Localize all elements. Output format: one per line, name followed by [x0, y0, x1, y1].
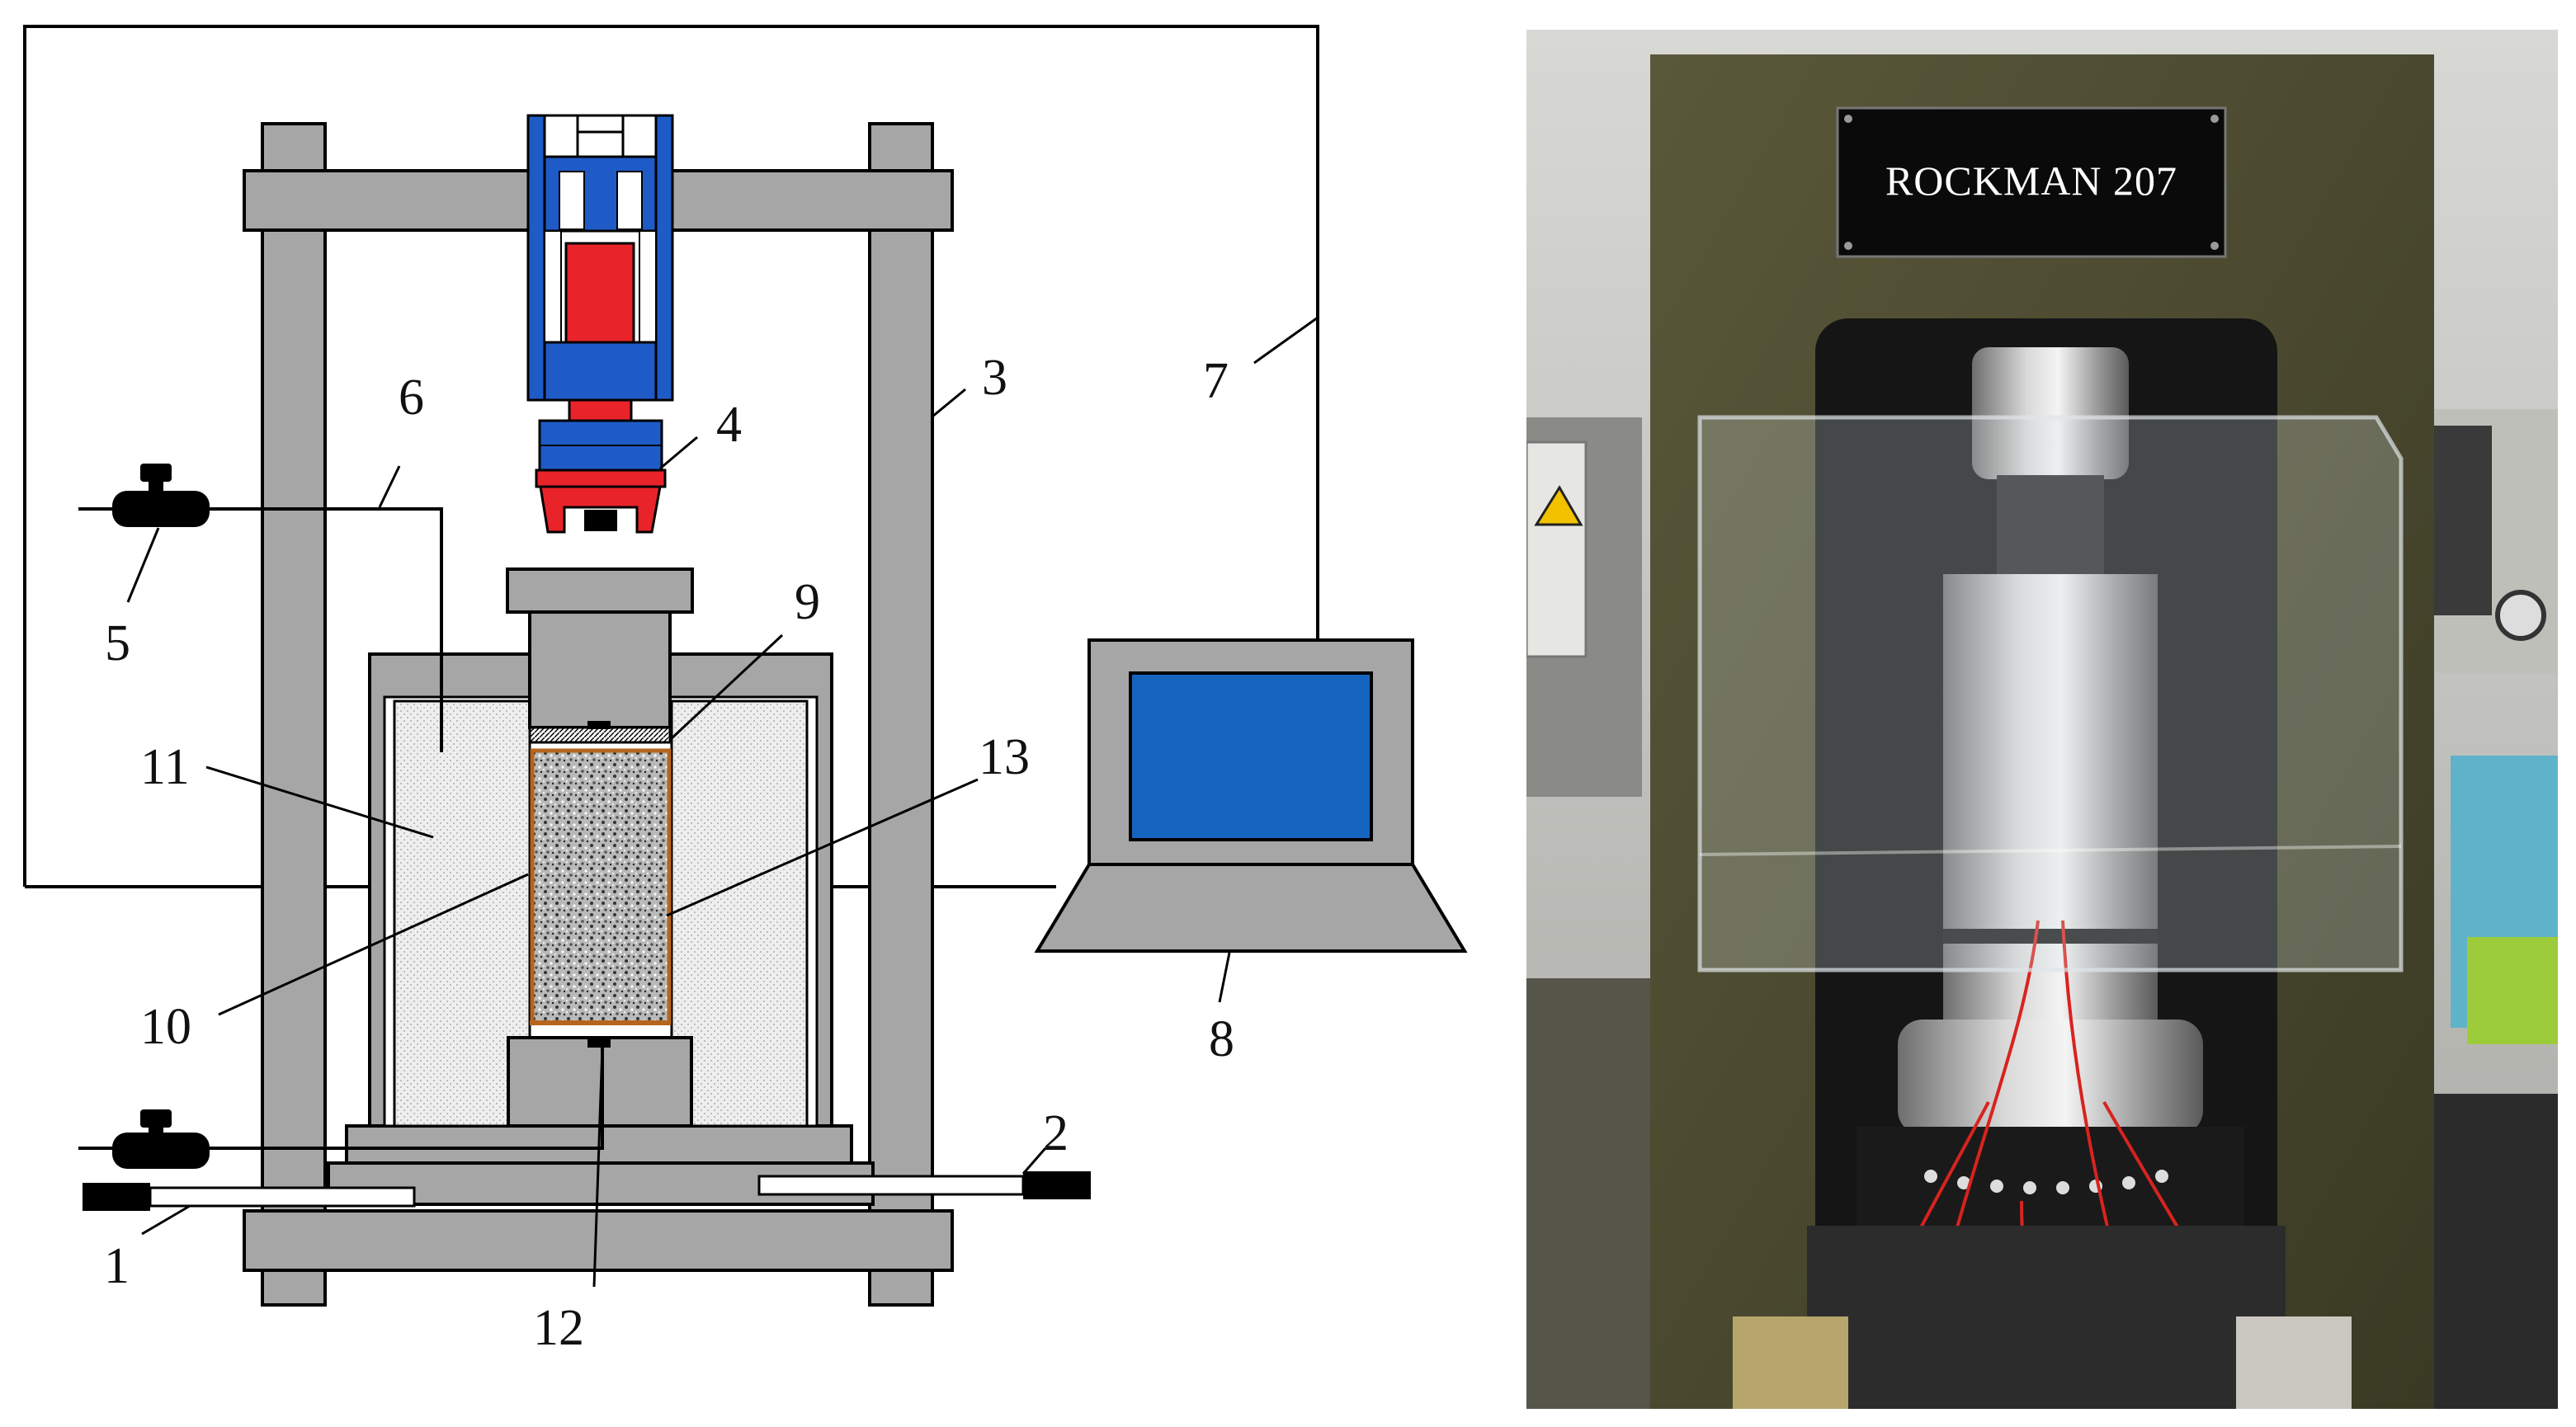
nameplate-text: ROCKMAN 207	[1885, 158, 2177, 204]
callout-13: 13	[979, 729, 1030, 785]
leader-lines	[126, 316, 1319, 1288]
computer	[1034, 638, 1468, 953]
callout-7: 7	[1203, 353, 1229, 409]
transducer-right	[757, 1171, 1091, 1199]
confining-fluid-right	[670, 699, 809, 1128]
hydraulic-actuator	[526, 114, 674, 534]
callout-4: 4	[716, 397, 742, 453]
equipment-photo: ROCKMAN 207	[1526, 30, 2558, 1409]
porous-disc	[528, 726, 672, 744]
triaxial-cell	[243, 568, 954, 1272]
callout-10: 10	[140, 999, 191, 1055]
callout-9: 9	[795, 574, 820, 630]
callout-12: 12	[533, 1300, 584, 1356]
valve-upper	[112, 464, 210, 527]
valve-lower	[112, 1109, 210, 1169]
callout-6: 6	[399, 370, 424, 426]
schematic-diagram: 1 2 3 4 5 6 7 8 9 10 11 12 13	[23, 25, 1468, 1356]
callout-3: 3	[982, 350, 1007, 406]
transducer-left	[83, 1183, 416, 1211]
rock-sample	[530, 748, 672, 1025]
callout-8: 8	[1209, 1011, 1234, 1067]
callout-5: 5	[105, 615, 130, 671]
callout-1: 1	[104, 1238, 130, 1294]
callout-2: 2	[1043, 1105, 1069, 1161]
callout-11: 11	[140, 739, 190, 795]
